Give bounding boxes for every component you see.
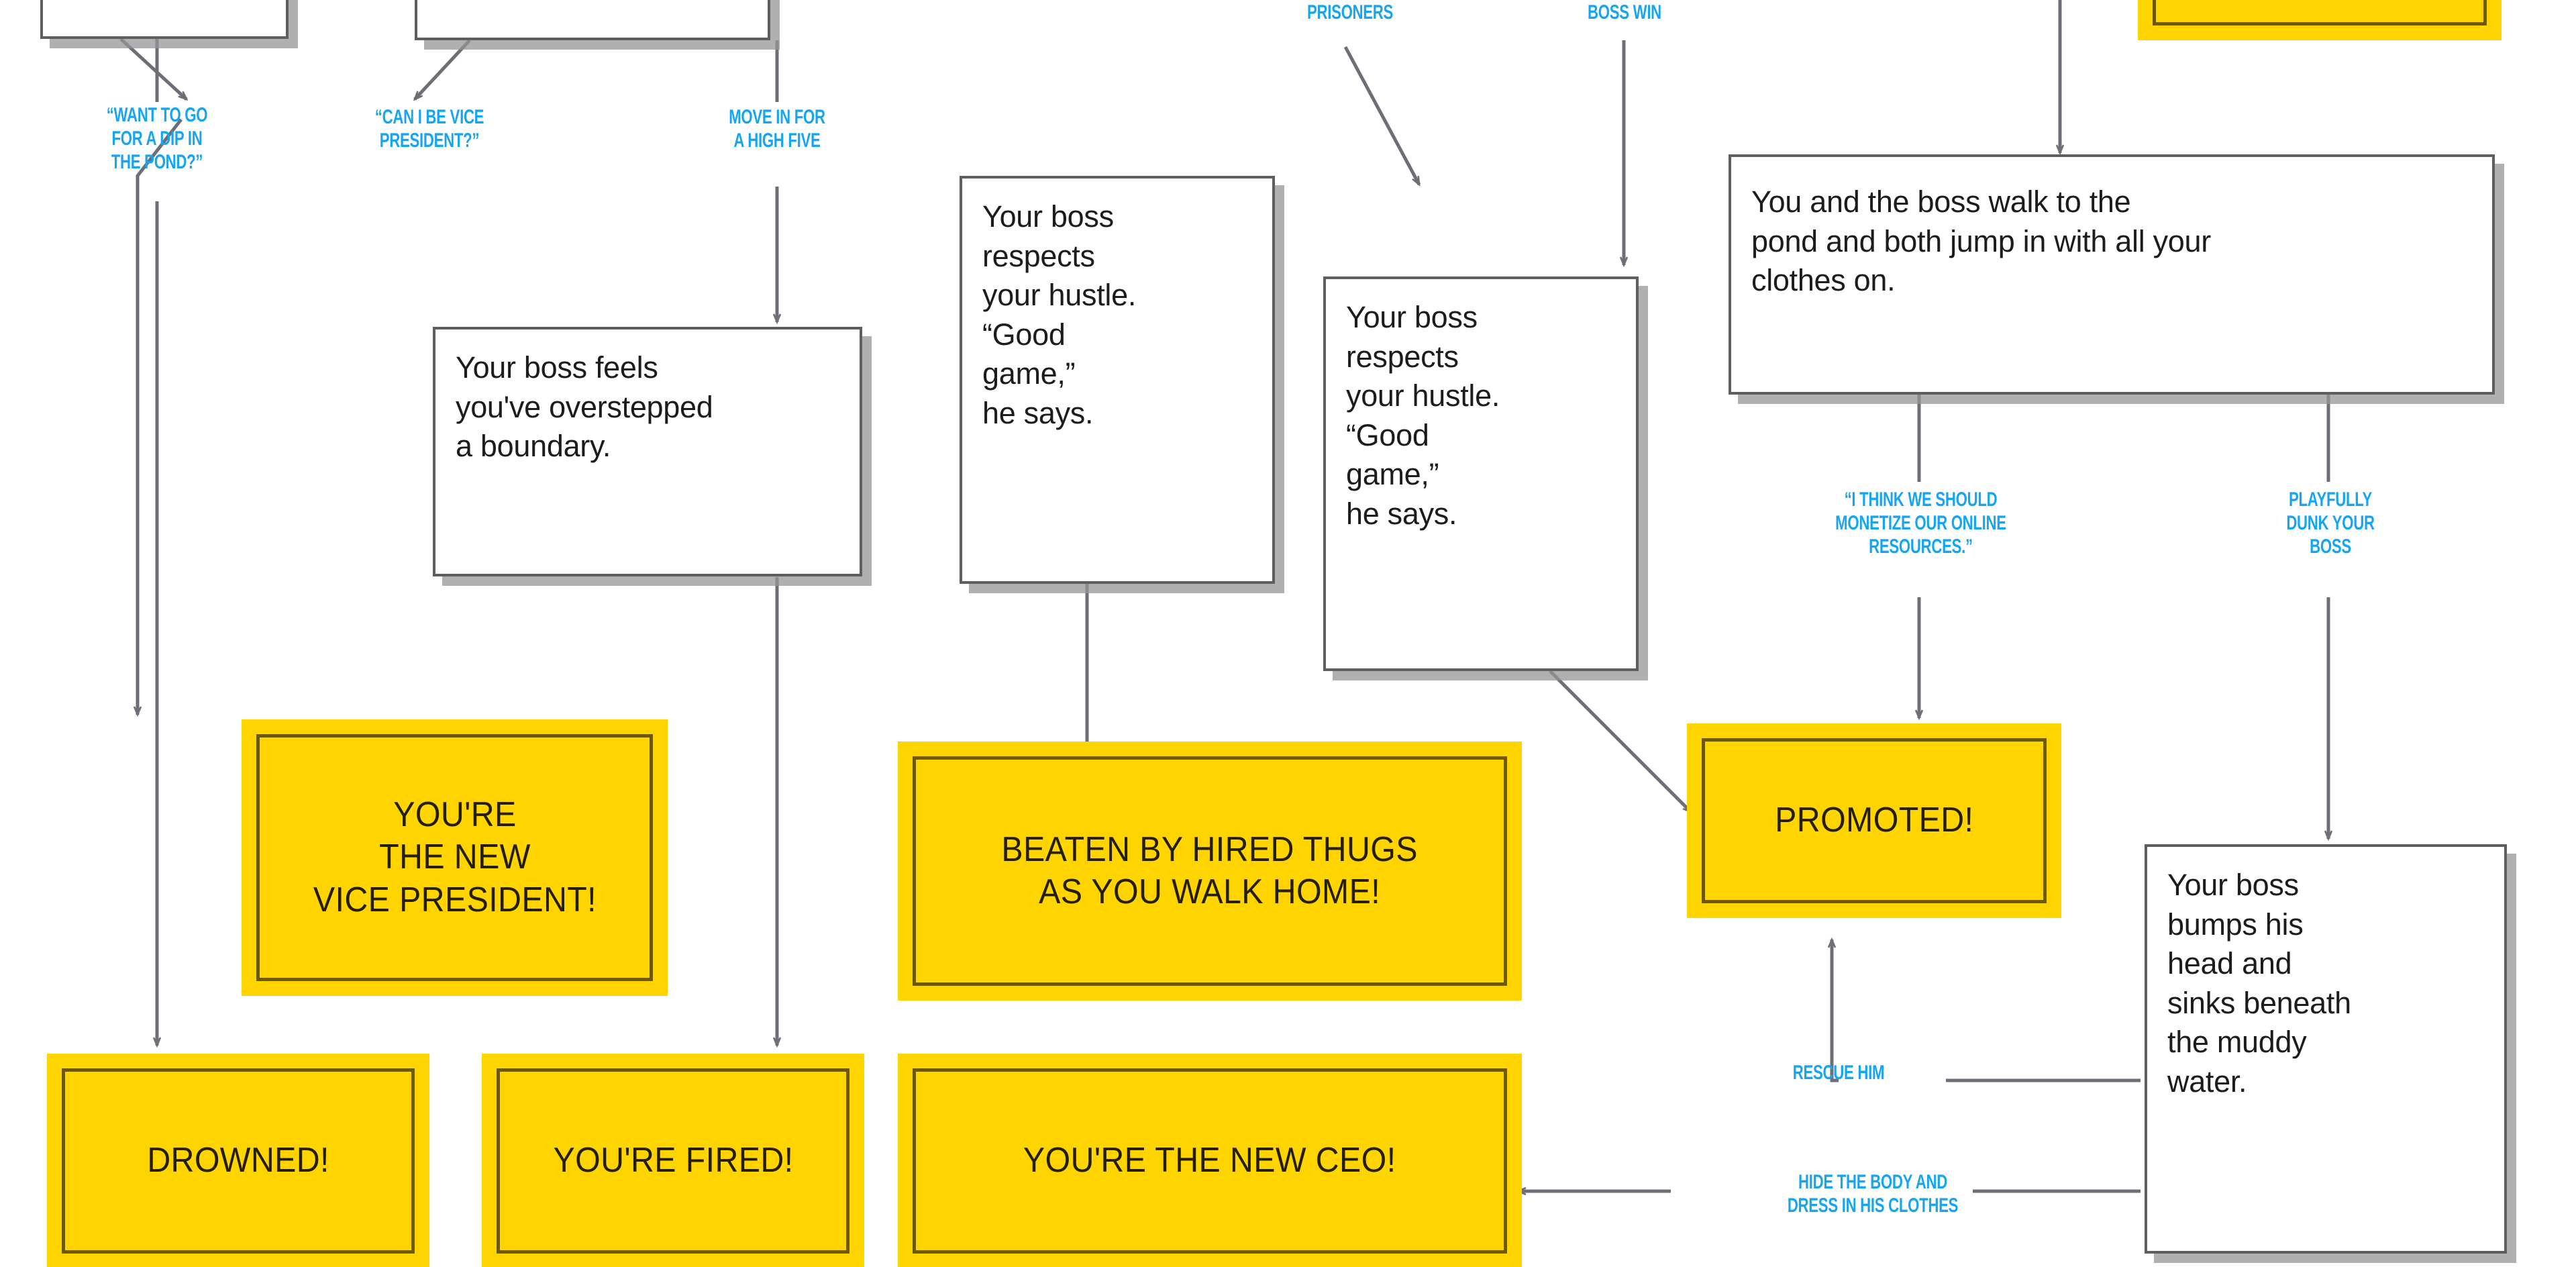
- node-pond-jump-text: You and the boss walk to the pond and bo…: [1751, 185, 2211, 297]
- edge-vp-label-to-vice-president: [138, 118, 183, 715]
- node-boss-bumps-head-text: Your boss bumps his head and sinks benea…: [2167, 868, 2351, 1099]
- node-overstepped-boundary: Your boss feels you've overstepped a bou…: [433, 327, 862, 576]
- outcome-new-ceo-text: YOU'RE THE NEW CEO!: [1023, 1141, 1396, 1180]
- node-respects-hustle-right-text: Your boss respects your hustle. “Good ga…: [1346, 300, 1500, 531]
- edge-label-hide-the-body: HIDE THE BODY AND DRESS IN HIS CLOTHES: [1787, 1171, 1959, 1217]
- outcome-promoted-text: PROMOTED!: [1774, 801, 1974, 840]
- outcome-top-right-cropped-inner: [2153, 0, 2487, 26]
- outcome-youre-fired-text: YOU'RE FIRED!: [552, 1141, 793, 1180]
- outcome-youre-fired-inner: YOU'RE FIRED!: [497, 1068, 849, 1254]
- outcome-youre-fired[interactable]: YOU'RE FIRED!: [482, 1054, 864, 1267]
- edge-label-playfully-dunk-boss: PLAYFULLY DUNK YOUR BOSS: [2286, 489, 2375, 558]
- outcome-promoted-inner: PROMOTED!: [1702, 738, 2047, 903]
- outcome-vice-president-inner: YOU'RE THE NEW VICE PRESIDENT!: [256, 734, 653, 981]
- edge-label-rescue-him: RESCUE HIM: [1792, 1062, 1885, 1084]
- node-respects-hustle-right: Your boss respects your hustle. “Good ga…: [1323, 276, 1639, 671]
- outcome-beaten-by-thugs-text: BEATEN BY HIRED THUGS AS YOU WALK HOME!: [1001, 829, 1419, 911]
- node-boss-bumps-head: Your boss bumps his head and sinks benea…: [2145, 844, 2507, 1254]
- outcome-drowned-text: DROWNED!: [147, 1141, 329, 1180]
- edge-center-to-vp-label: [415, 39, 471, 99]
- edge-label-let-your-boss-win: BOSS WIN: [1588, 1, 1661, 23]
- outcome-promoted[interactable]: PROMOTED!: [1687, 723, 2061, 918]
- edge-label-can-i-be-vice-president: “CAN I BE VICE PRESIDENT?”: [374, 106, 484, 152]
- node-pond-jump: You and the boss walk to the pond and bo…: [1729, 154, 2495, 395]
- edge-respects-right-to-promoted: [1549, 670, 1691, 812]
- edge-rescue-to-promoted: [1832, 940, 1839, 1082]
- node-top-box-center: [415, 0, 770, 40]
- outcome-beaten-by-thugs-inner: BEATEN BY HIRED THUGS AS YOU WALK HOME!: [913, 756, 1507, 986]
- edge-label-monetize-online-resources: “I THINK WE SHOULD MONETIZE OUR ONLINE R…: [1835, 489, 2006, 558]
- edge-top-left-to-vp-label: [119, 38, 187, 99]
- edge-label-take-no-prisoners: PRISONERS: [1306, 1, 1394, 23]
- node-respects-hustle-left: Your boss respects your hustle. “Good ga…: [960, 176, 1275, 584]
- outcome-vice-president[interactable]: YOU'RE THE NEW VICE PRESIDENT!: [242, 719, 668, 996]
- node-respects-hustle-left-text: Your boss respects your hustle. “Good ga…: [982, 199, 1137, 430]
- edge-label-want-a-dip: “WANT TO GO FOR A DIP IN THE POND?”: [106, 104, 208, 173]
- outcome-new-ceo-inner: YOU'RE THE NEW CEO!: [913, 1068, 1507, 1254]
- outcome-vice-president-text: YOU'RE THE NEW VICE PRESIDENT!: [313, 795, 597, 919]
- edge-label-move-in-high-five: MOVE IN FOR A HIGH FIVE: [729, 106, 825, 152]
- outcome-beaten-by-thugs[interactable]: BEATEN BY HIRED THUGS AS YOU WALK HOME!: [898, 742, 1522, 1001]
- outcome-top-right-cropped[interactable]: [2138, 0, 2502, 40]
- outcome-new-ceo[interactable]: YOU'RE THE NEW CEO!: [898, 1054, 1522, 1267]
- outcome-drowned[interactable]: DROWNED!: [47, 1054, 429, 1267]
- edge-prisoners-to-respects-left: [1343, 46, 1421, 185]
- node-top-box-left: [40, 0, 289, 39]
- outcome-drowned-inner: DROWNED!: [62, 1068, 415, 1254]
- node-overstepped-boundary-text: Your boss feels you've overstepped a bou…: [456, 350, 713, 463]
